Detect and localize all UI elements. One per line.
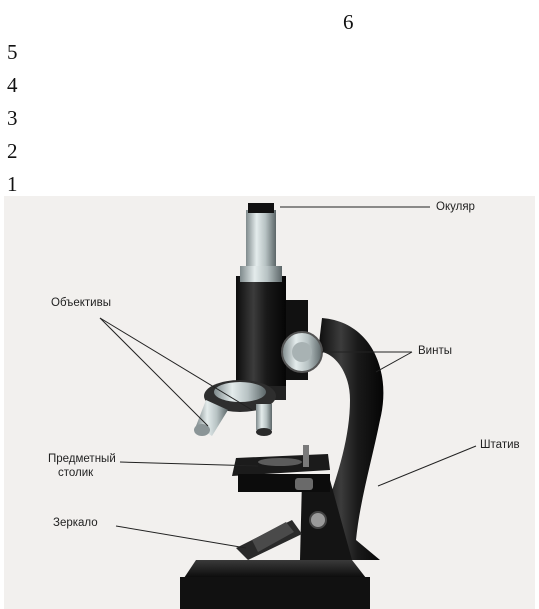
objectives-leader-line-2 bbox=[100, 318, 252, 410]
label-eyepiece: Окуляр bbox=[436, 200, 475, 214]
microscope-base bbox=[180, 560, 370, 609]
label-stage-line2: столик bbox=[58, 466, 93, 480]
objectives-leader-line-1 bbox=[100, 318, 208, 426]
label-objectives: Объективы bbox=[51, 296, 111, 310]
label-stage-line1: Предметный bbox=[48, 452, 116, 466]
label-mirror: Зеркало bbox=[53, 516, 98, 530]
coarse-screw bbox=[282, 332, 322, 372]
mirror-leader-line bbox=[116, 526, 246, 548]
stage bbox=[232, 445, 330, 492]
stand-leader-line bbox=[378, 446, 476, 486]
objective-revolver bbox=[194, 380, 276, 436]
eyepiece bbox=[240, 203, 282, 282]
label-screws: Винты bbox=[418, 344, 452, 358]
mirror bbox=[236, 520, 302, 560]
label-stand: Штатив bbox=[480, 438, 520, 452]
fine-screw bbox=[310, 512, 326, 528]
screws-leader-line-2 bbox=[376, 352, 412, 372]
body-tube bbox=[236, 276, 286, 386]
